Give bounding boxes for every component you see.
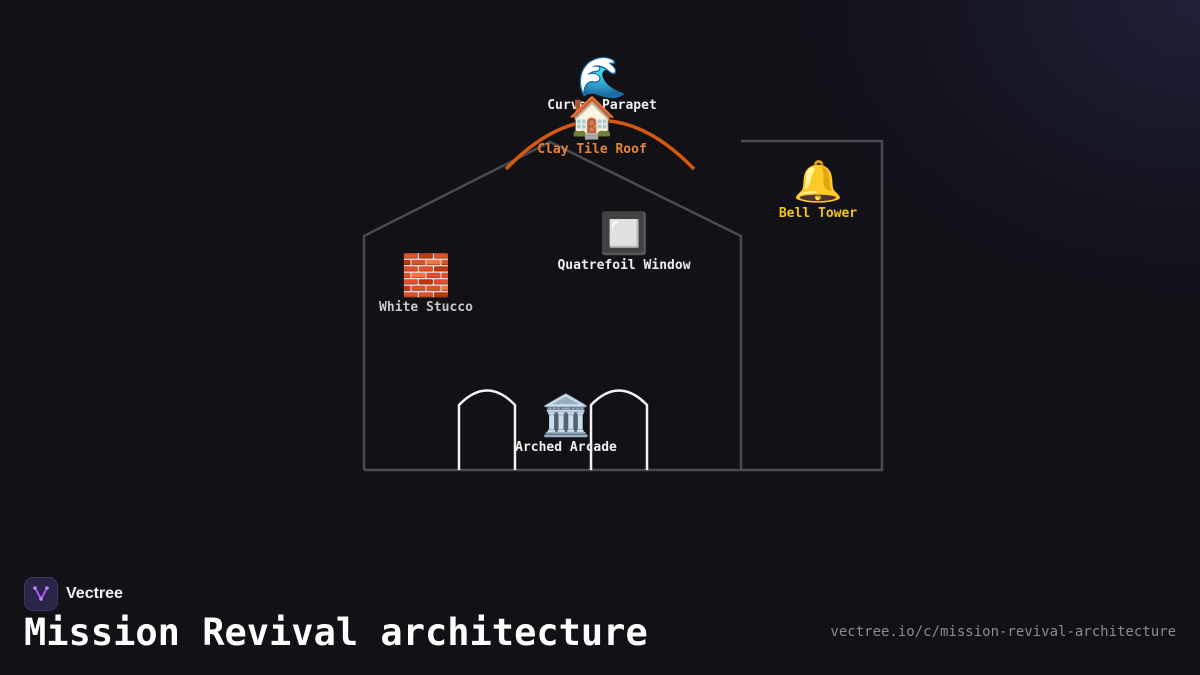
- node-label: Quatrefoil Window: [557, 258, 691, 273]
- node-white-stucco: 🧱 White Stucco: [379, 254, 473, 316]
- roof-arc: [504, 118, 696, 171]
- node-label: Curved Parapet: [547, 98, 657, 113]
- node-clay-tile-roof: 🏠 Clay Tile Roof: [537, 96, 647, 158]
- left-arch: [457, 389, 517, 470]
- brick-icon: 🧱: [401, 253, 451, 299]
- house-icon: 🏠: [567, 95, 617, 141]
- main-building-outline: [362, 140, 743, 470]
- node-label: Clay Tile Roof: [537, 142, 647, 157]
- node-quatrefoil-window: 🔲 Quatrefoil Window: [557, 212, 690, 274]
- node-label: Bell Tower: [778, 206, 858, 221]
- classical-building-icon: 🏛️: [541, 393, 591, 439]
- node-label: Arched Arcade: [515, 440, 617, 455]
- wave-icon: 🌊: [577, 55, 627, 101]
- node-arched-arcade: 🏛️ Arched Arcade: [515, 394, 617, 456]
- window-square-icon: 🔲: [599, 211, 649, 257]
- node-curved-parapet: 🌊 Curved Parapet: [547, 56, 657, 114]
- bell-tower-outline: [741, 139, 884, 470]
- brand-name: Vectree: [66, 585, 123, 602]
- right-arch: [589, 389, 649, 470]
- brand-logo: [24, 577, 58, 611]
- bell-icon: 🔔: [793, 159, 843, 205]
- brand: Vectree: [24, 577, 123, 611]
- page-title: Mission Revival architecture: [24, 611, 648, 654]
- node-bell-tower: 🔔 Bell Tower: [779, 160, 857, 222]
- node-label: White Stucco: [379, 300, 473, 315]
- tree-branch-icon: [33, 586, 49, 601]
- source-url[interactable]: vectree.io/c/mission-revival-architectur…: [830, 624, 1176, 640]
